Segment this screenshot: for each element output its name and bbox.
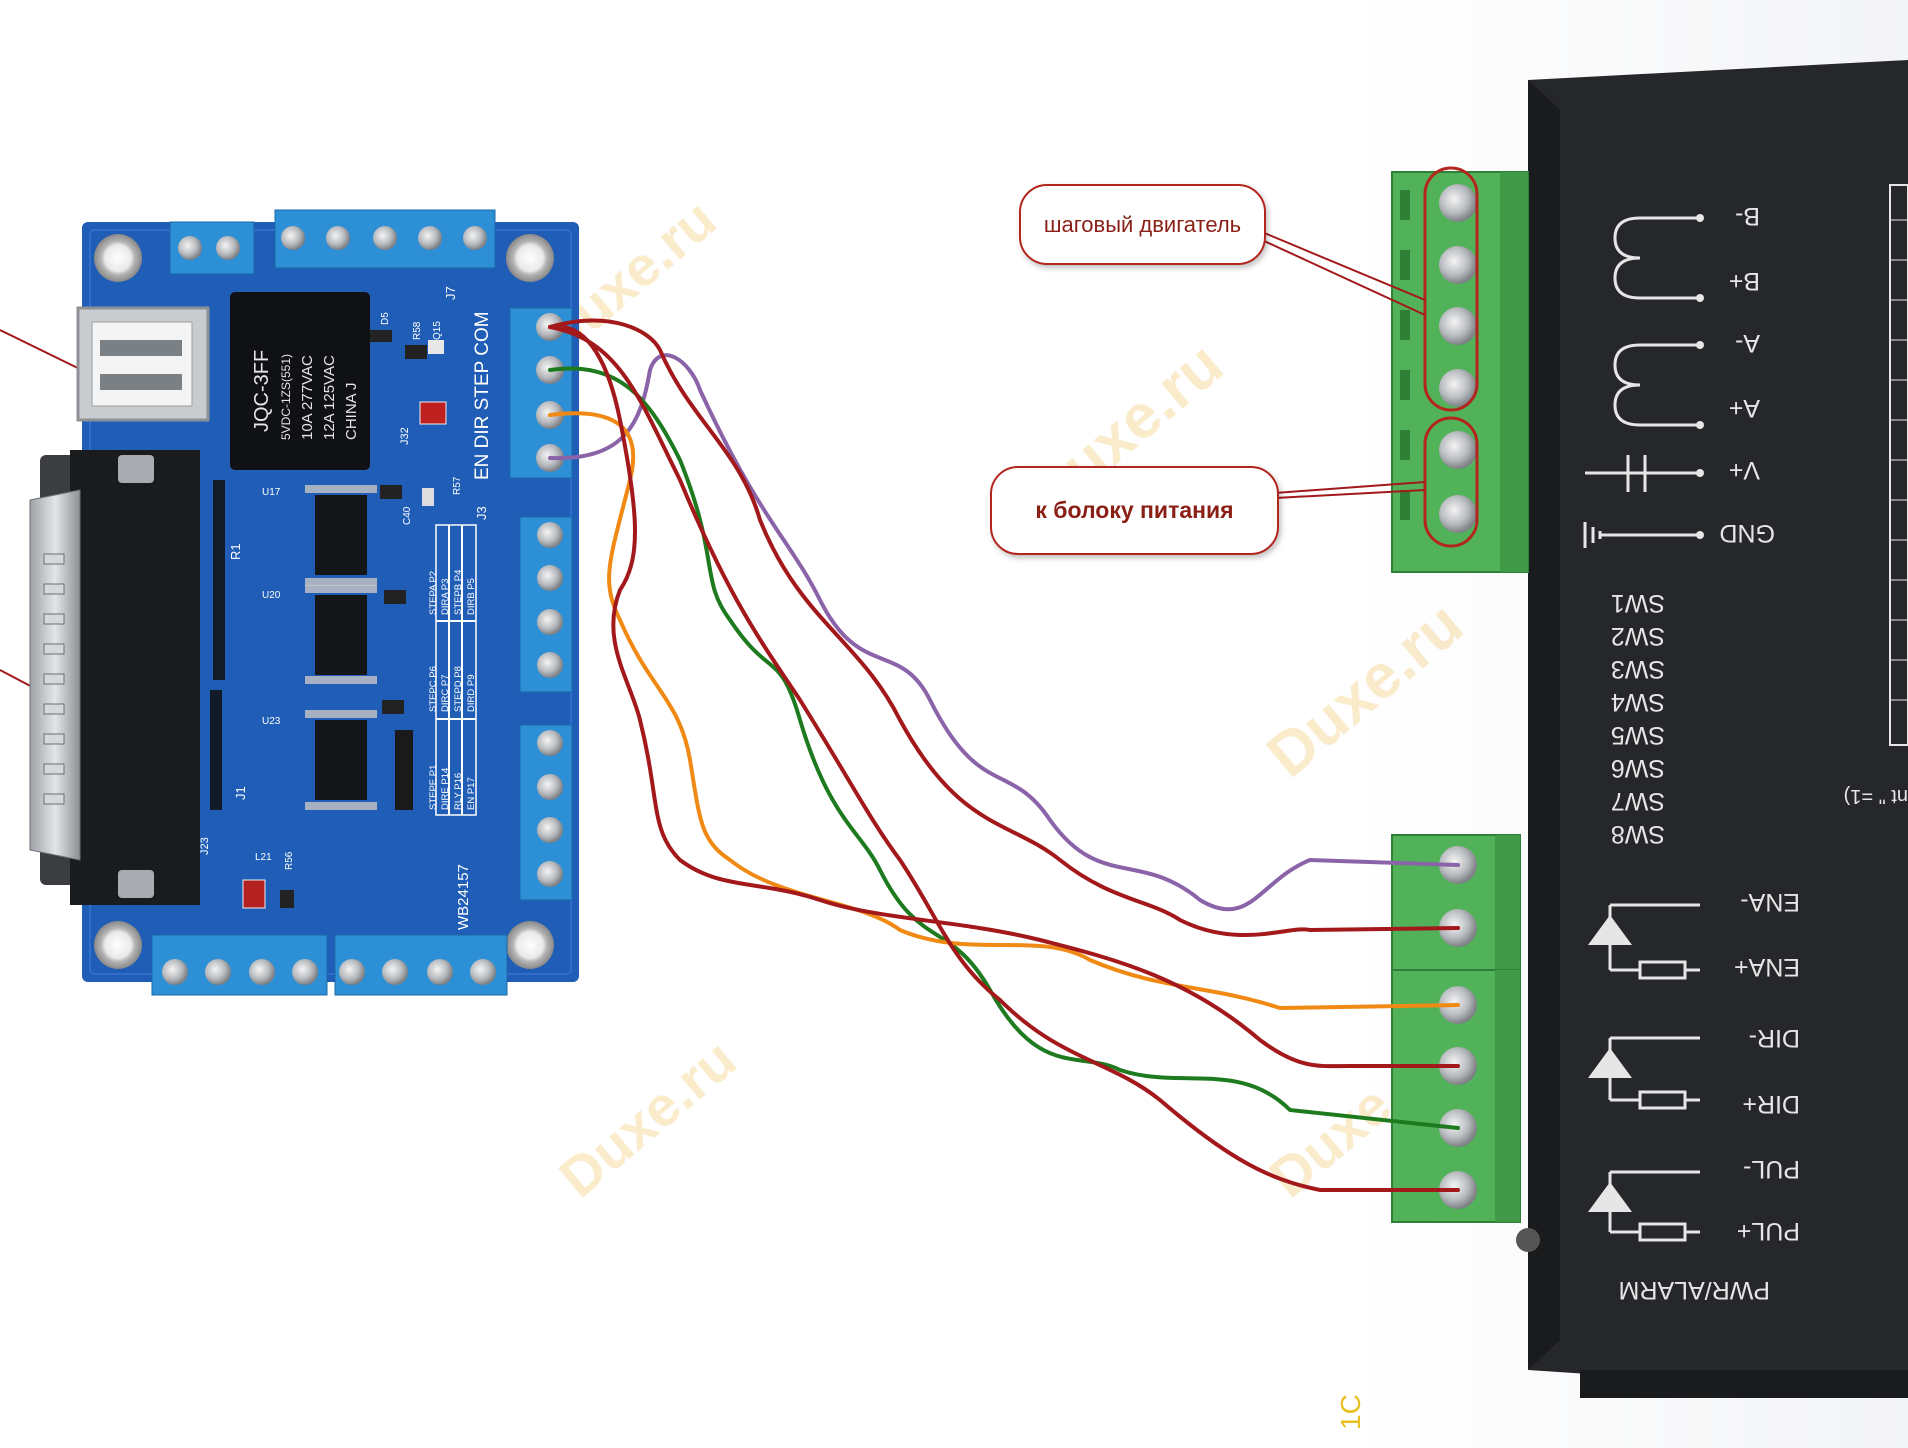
pin-table: DIRB P5 DIRD P9 EN P17 STEPB P4 STEPD P8… (428, 524, 477, 816)
switch-label: SW8 (1611, 820, 1665, 848)
pin-label: STEPD P8 (453, 666, 464, 712)
pin-label: EN P17 (466, 777, 477, 810)
mounting-hole (94, 921, 142, 969)
pin-label: STEPA P2 (428, 571, 439, 615)
switch-label: SW6 (1611, 754, 1665, 782)
wire-red-3 (548, 325, 1460, 1192)
bottom-terminal-blocks (151, 934, 508, 996)
switch-label: SW3 (1611, 655, 1665, 683)
switch-label: SW5 (1611, 721, 1665, 749)
silk-label: U23 (262, 716, 281, 727)
silk-label: J3 (474, 506, 489, 520)
relay-line: CHINA J (343, 382, 360, 440)
pin-label: STEPB P4 (453, 570, 464, 615)
pin-label: DIRE P14 (440, 768, 451, 810)
switch-label: SW4 (1611, 688, 1665, 716)
relay: JQC-3FF 5VDC-1ZS(551) 10A 277VAC 12A 125… (230, 292, 370, 470)
driver-label: PUL+ (1737, 1217, 1800, 1245)
switch-label: SW7 (1611, 787, 1665, 815)
driver-label: V+ (1729, 456, 1760, 484)
mounting-hole (506, 921, 554, 969)
axis-terminal-blocks (519, 516, 573, 901)
switch-label: SW2 (1611, 622, 1665, 650)
silk-label: J32 (399, 427, 411, 445)
motor-power-terminal (1391, 171, 1529, 573)
silk-label: R58 (412, 321, 423, 340)
wire-orange (548, 411, 1460, 1011)
driver-label: ENA+ (1734, 953, 1800, 981)
pin-label: RLY P16 (453, 773, 464, 810)
top-terminal-blocks (169, 209, 496, 275)
signal-terminal-upper (1391, 834, 1521, 971)
silk-label: J1 (233, 786, 248, 800)
silk-label: U20 (262, 590, 281, 601)
motor-callout: шаговый двигатель (1019, 184, 1266, 265)
motor-callout-text: шаговый двигатель (1043, 211, 1242, 237)
silk-label: J7 (443, 286, 458, 300)
wires (548, 318, 1460, 1192)
driver-label: GND (1719, 519, 1775, 547)
relay-model: JQC-3FF (251, 350, 273, 432)
wire-green (548, 366, 1460, 1130)
silk-label: C40 (402, 506, 413, 525)
wire-red-2 (548, 324, 1460, 1069)
pwr-alarm-label: PWR/ALARM (1619, 1276, 1770, 1304)
power-callout-text: к болоку питания (1035, 497, 1234, 523)
driver-label: B+ (1729, 267, 1760, 295)
driver-label: A+ (1729, 394, 1760, 422)
silk-label: Q15 (432, 321, 443, 340)
silk-label: D5 (380, 312, 391, 325)
pin-label: DIRC P7 (440, 675, 451, 712)
ic-chips (305, 485, 377, 810)
edge-mark: 1C (1335, 1394, 1366, 1430)
pin-label: STEPE P1 (428, 765, 439, 810)
input-terminal-block (509, 307, 573, 479)
silk-label: J23 (199, 837, 211, 855)
driver-label: A- (1735, 329, 1760, 357)
edge-text: nt " =1) (1844, 785, 1908, 807)
silk-label: R57 (452, 476, 463, 495)
input-terminal-label: EN DIR STEP COM (472, 311, 493, 480)
driver-label: PUL- (1743, 1155, 1800, 1183)
board-id: WB24157 (455, 864, 472, 930)
pin-label: DIRA P3 (440, 579, 451, 615)
signal-terminal-lower (1391, 969, 1521, 1223)
mounting-hole (94, 234, 142, 282)
pin-label: DIRB P5 (466, 578, 477, 615)
silk-label: L21 (255, 852, 272, 863)
driver-label: DIR+ (1742, 1090, 1800, 1118)
silk-label: R1 (228, 543, 243, 560)
relay-line: 10A 277VAC (299, 355, 316, 440)
mounting-hole (506, 234, 554, 282)
db25-connector (29, 450, 200, 905)
driver-label: ENA- (1740, 888, 1800, 916)
driver-label: DIR- (1749, 1024, 1800, 1052)
pin-label: STEPC P6 (428, 666, 439, 712)
pin-label: DIRD P9 (466, 675, 477, 712)
breakout-board: JQC-3FF 5VDC-1ZS(551) 10A 277VAC 12A 125… (0, 209, 579, 996)
stepper-driver: nt " =1) (1391, 60, 1908, 1398)
relay-line: 5VDC-1ZS(551) (279, 354, 293, 440)
silk-label: R56 (284, 851, 295, 870)
silk-label: U17 (262, 487, 281, 498)
power-callout: к болоку питания (990, 466, 1279, 555)
switch-label: SW1 (1611, 589, 1665, 617)
motor-terminal-highlight (1423, 166, 1479, 412)
relay-line: 12A 125VAC (321, 355, 338, 440)
driver-label: B- (1735, 202, 1760, 230)
wire-red-1 (548, 318, 1460, 938)
